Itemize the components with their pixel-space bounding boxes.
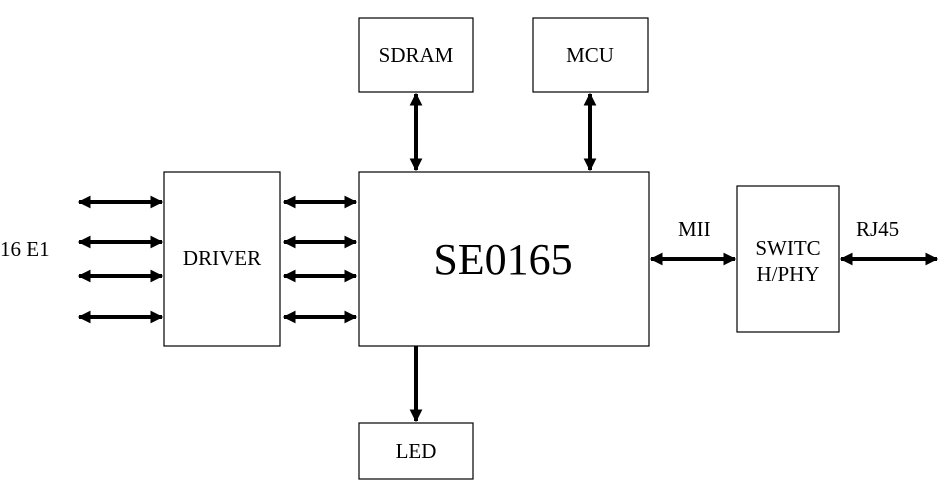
switch-phy-label-line2: H/PHY [756,262,819,286]
driver-label: DRIVER [183,246,261,270]
mcu-label: MCU [566,43,614,67]
se0165-block: SE0165 [358,171,650,347]
se0165-label: SE0165 [433,235,572,284]
mii-label: MII [678,217,711,241]
switch-phy-label-line1: SWITC [755,236,820,260]
sdram-block: SDRAM [358,17,474,93]
switch-phy-block: SWITC H/PHY [736,185,840,333]
rj45-label: RJ45 [856,217,899,241]
mcu-block: MCU [532,17,649,93]
e1-label: 16 E1 [0,237,50,261]
sdram-label: SDRAM [379,43,454,67]
driver-block: DRIVER [163,171,281,347]
led-block: LED [358,422,474,480]
led-label: LED [396,439,437,463]
